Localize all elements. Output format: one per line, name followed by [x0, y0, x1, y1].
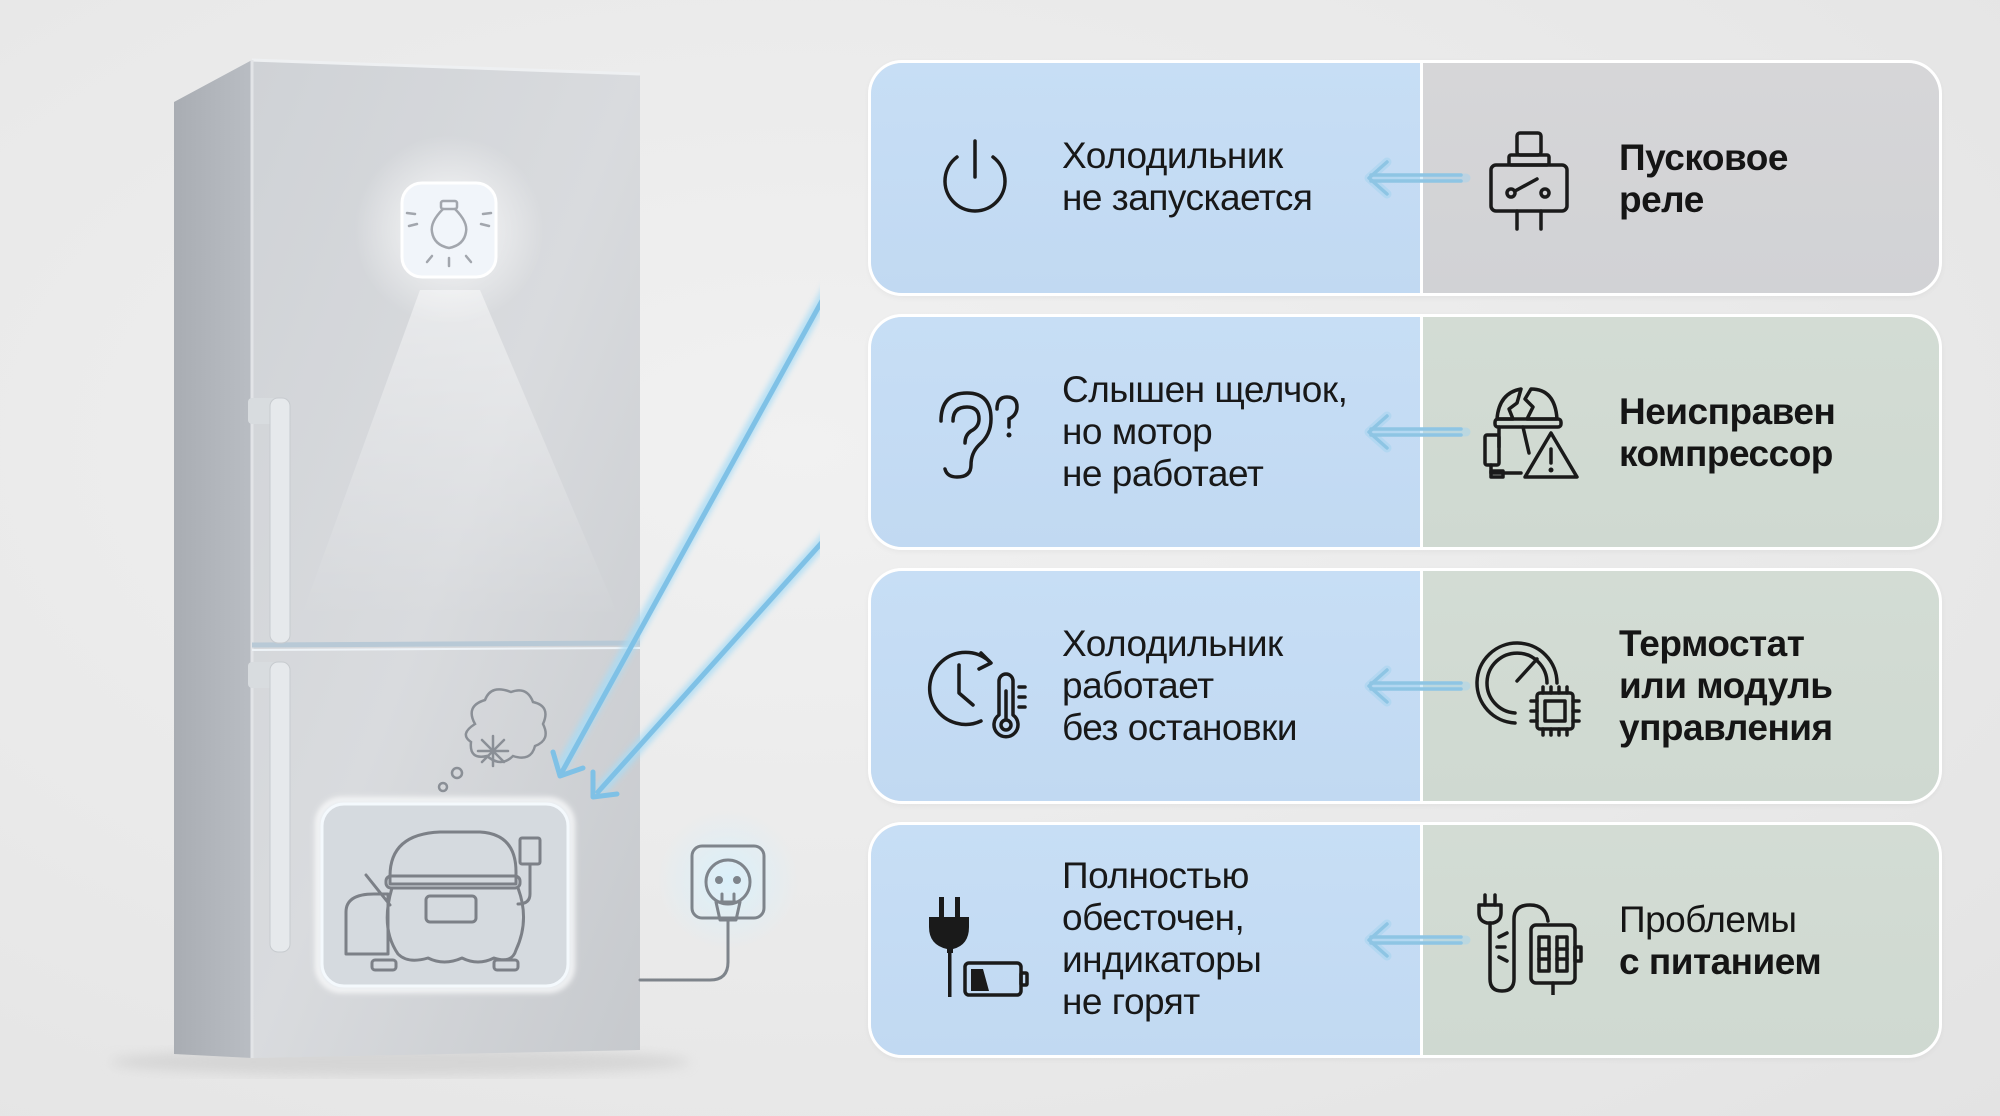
relay-switch-icon: [1489, 131, 1569, 231]
arrow-left-icon: [1364, 411, 1471, 453]
power-outlet-icon: [638, 844, 766, 982]
arrow-left-icon: [1364, 665, 1471, 707]
plug-empty-battery-icon: [929, 897, 1029, 997]
thermostat-chip-icon: [1475, 641, 1581, 737]
refrigerator-illustration: [110, 58, 820, 1076]
ear-question-icon: [939, 391, 1019, 479]
broken-compressor-warning-icon: [1483, 387, 1579, 479]
light-bulb-icon: [400, 181, 498, 279]
power-icon: [943, 139, 1007, 213]
clock-thermometer-icon: [927, 650, 1027, 739]
plug-breaker-box-icon: [1477, 893, 1583, 995]
arrow-left-icon: [1364, 919, 1471, 961]
arrow-left-icon: [1364, 157, 1471, 199]
snowflake-cloud-icon: [437, 688, 547, 793]
compressor-icon: [344, 830, 542, 972]
